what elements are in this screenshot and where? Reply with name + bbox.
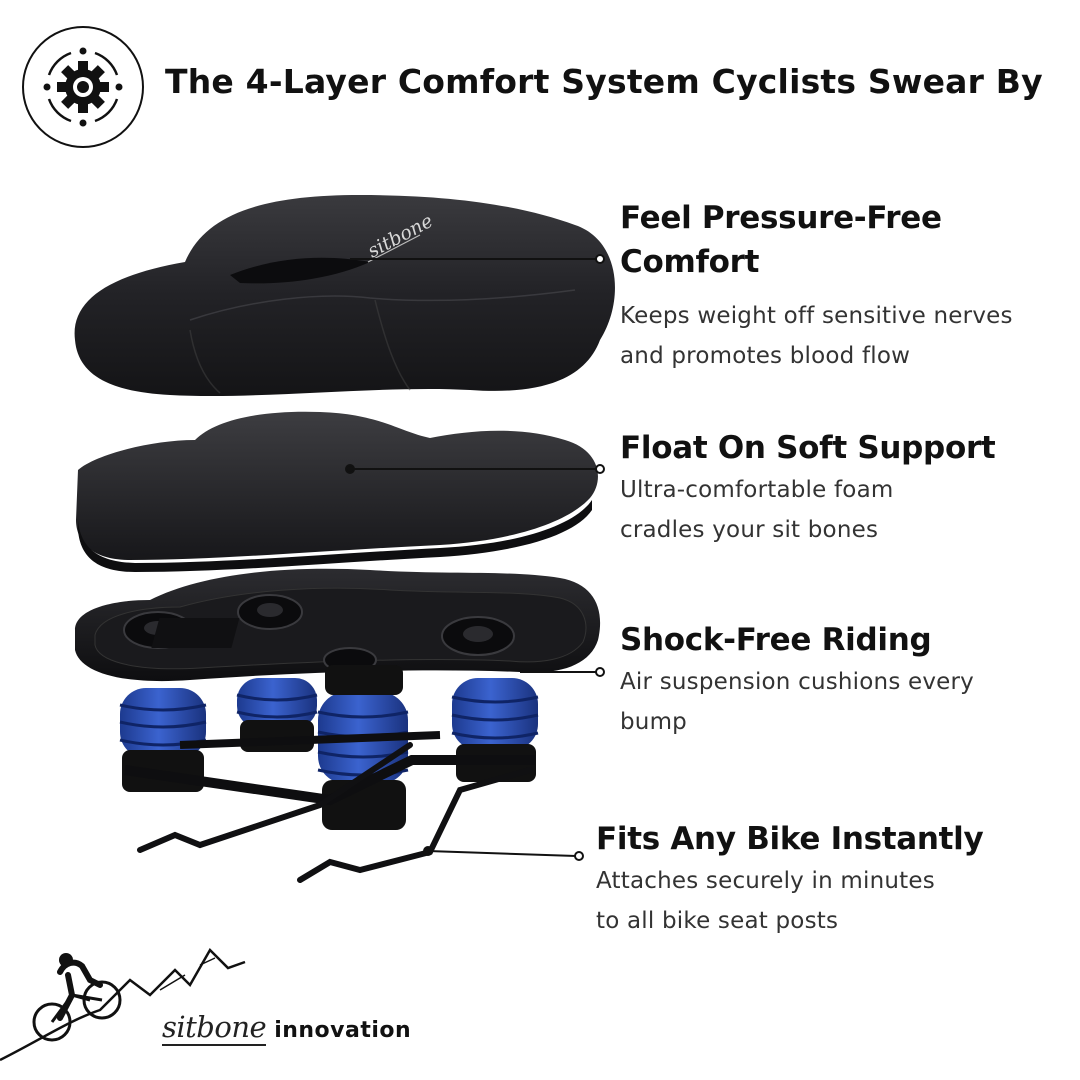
gear-icon bbox=[43, 47, 123, 127]
air-spring-4 bbox=[451, 678, 539, 782]
feature-description: and promotes blood flow bbox=[620, 343, 911, 369]
feature-heading: Feel Pressure-Free bbox=[620, 200, 942, 236]
feature-heading: Comfort bbox=[620, 244, 760, 280]
gear-badge bbox=[22, 26, 144, 148]
feature-heading: Shock-Free Riding bbox=[620, 622, 932, 658]
feature-description: Keeps weight off sensitive nerves bbox=[620, 303, 1013, 329]
feature-fits-any-bike: Fits Any Bike Instantly Attaches securel… bbox=[596, 817, 1066, 941]
air-spring-3 bbox=[317, 665, 409, 830]
suspension-base-layer bbox=[75, 568, 601, 830]
feature-description: to all bike seat posts bbox=[596, 908, 839, 934]
feature-heading: Fits Any Bike Instantly bbox=[596, 821, 984, 857]
seat-rails bbox=[137, 742, 533, 883]
feature-description: Air suspension cushions every bbox=[620, 669, 974, 695]
feature-description: bump bbox=[620, 709, 687, 735]
feature-shock-free: Shock-Free Riding Air suspension cushion… bbox=[620, 618, 1060, 742]
brand-script: sitbone bbox=[162, 1010, 267, 1046]
leader-lines bbox=[345, 254, 605, 861]
feature-description: Attaches securely in minutes bbox=[596, 868, 935, 894]
cyclist-mountain-logo bbox=[0, 947, 246, 1062]
page-title: The 4-Layer Comfort System Cyclists Swea… bbox=[165, 62, 1043, 101]
feature-soft-support: Float On Soft Support Ultra-comfortable … bbox=[620, 426, 1060, 550]
feature-description: Ultra-comfortable foam bbox=[620, 477, 894, 503]
brand-word: innovation bbox=[274, 1018, 412, 1043]
foam-layer bbox=[76, 411, 598, 572]
feature-description: cradles your sit bones bbox=[620, 517, 879, 543]
feature-heading: Float On Soft Support bbox=[620, 430, 996, 466]
saddle-top-layer: sitbone bbox=[74, 195, 615, 397]
brand-logo: sitbone innovation bbox=[162, 1012, 411, 1046]
